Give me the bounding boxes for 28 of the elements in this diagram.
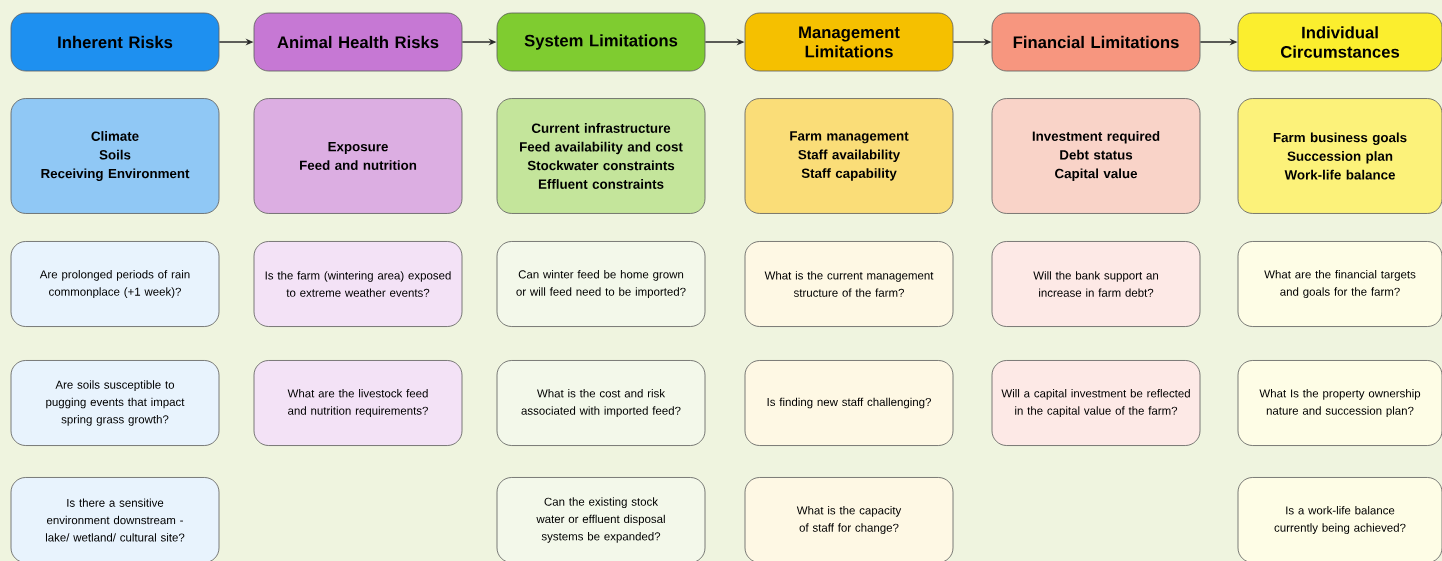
question-box: Is finding new staff challenging?	[744, 360, 954, 446]
summary-box: Farm management Staff availability Staff capability	[744, 98, 954, 214]
question-box: What are the livestock feed and nutrition requirements?	[253, 360, 463, 446]
category-box: Financial Limitations	[991, 12, 1201, 72]
summary-box: Farm business goals Succession plan Work-life balance	[1237, 98, 1442, 214]
category-box: System Limitations	[496, 12, 706, 72]
question-box: Will a capital investment be reflected in the capital value of the farm?	[991, 360, 1201, 446]
question-box: What Is the property ownership nature and succession plan?	[1237, 360, 1442, 446]
summary-box: Climate Soils Receiving Environment	[10, 98, 220, 214]
question-box: What is the cost and risk associated with imported feed?	[496, 360, 706, 446]
question-box: Is the farm (wintering area) exposed to extreme weather events?	[253, 241, 463, 327]
question-box: What are the financial targets and goals for the farm?	[1237, 241, 1442, 327]
category-box: Management Limitations	[744, 12, 954, 72]
question-box: Are prolonged periods of rain commonplace (+1 week)?	[10, 241, 220, 327]
question-box: What is the current management structure of the farm?	[744, 241, 954, 327]
question-box: Can winter feed be home grown or will feed need to be imported?	[496, 241, 706, 327]
summary-box: Current infrastructure Feed availability and cost Stockwater constraints Effluent constraints	[496, 98, 706, 214]
question-box: Will the bank support an increase in farm debt?	[991, 241, 1201, 327]
question-box: Is a work-life balance currently being achieved?	[1237, 477, 1442, 561]
question-box: Can the existing stock water or effluent disposal systems be expanded?	[496, 477, 706, 561]
category-box: Inherent Risks	[10, 12, 220, 72]
question-box: Is there a sensitive environment downstream - lake/ wetland/ cultural site?	[10, 477, 220, 561]
summary-box: Investment required Debt status Capital value	[991, 98, 1201, 214]
summary-box: Exposure Feed and nutrition	[253, 98, 463, 214]
question-box: What is the capacity of staff for change?	[744, 477, 954, 561]
category-box: Animal Health Risks	[253, 12, 463, 72]
category-box: Individual Circumstances	[1237, 12, 1442, 72]
question-box: Are soils susceptible to pugging events that impact spring grass growth?	[10, 360, 220, 446]
